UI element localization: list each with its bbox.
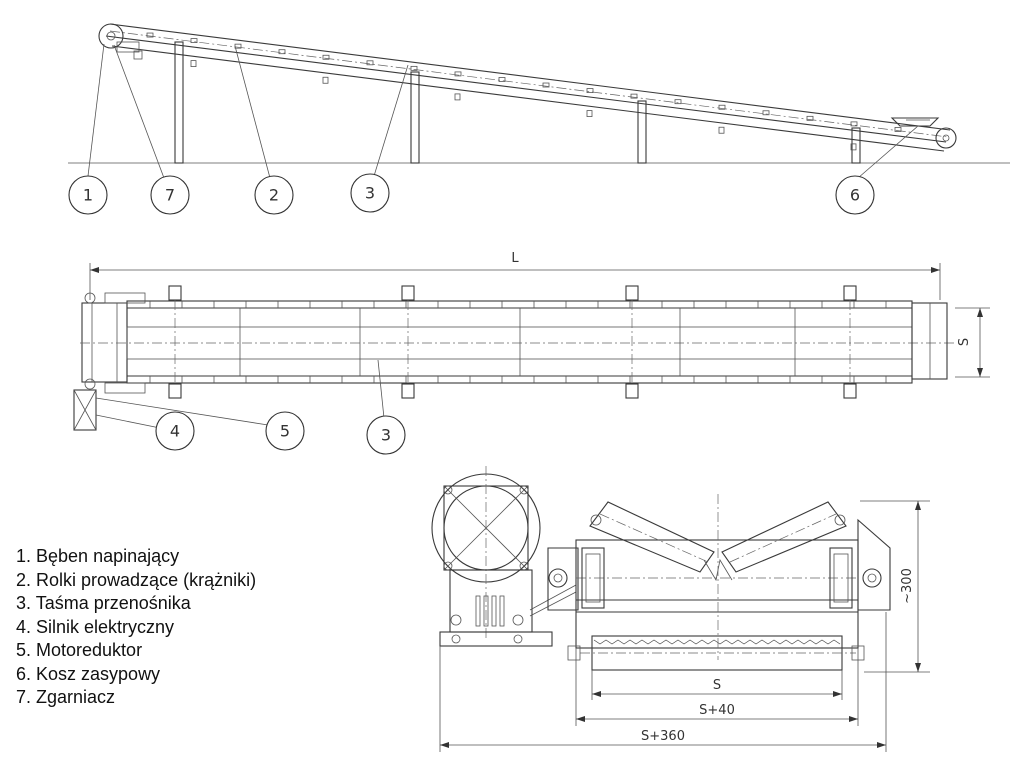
svg-text:S+360: S+360 — [641, 729, 685, 744]
base-plate — [439, 631, 553, 647]
legend-item-3: 3. Taśma przenośnika — [16, 593, 191, 613]
side-bracket-right — [857, 518, 891, 611]
roller-top — [762, 110, 770, 116]
legend-item-2: 2. Rolki prowadzące (krążniki) — [16, 569, 257, 590]
top-view: L S — [73, 251, 990, 455]
svg-text:L: L — [511, 251, 519, 266]
station-bracket-bottom — [401, 383, 415, 399]
cross-section: ~300 S S+40 S+360 — [431, 466, 930, 752]
callout-3-top: 3 — [366, 415, 406, 455]
svg-text:6: 6 — [850, 186, 860, 205]
roller-top — [806, 115, 814, 121]
station-bracket-bottom — [625, 383, 639, 399]
station-bracket-top — [843, 285, 857, 301]
motor-flange — [431, 466, 541, 640]
roller-top — [542, 82, 550, 88]
roller-top — [366, 60, 374, 66]
drum-tail — [98, 23, 143, 60]
roller-top — [278, 49, 286, 55]
height-dimension: ~300 — [860, 500, 930, 673]
roller-top — [630, 93, 638, 99]
side-bracket-left — [547, 547, 579, 611]
roller-return — [586, 110, 593, 117]
station-bracket-top — [401, 285, 415, 301]
roller-top — [586, 88, 594, 93]
length-dimension: L — [89, 251, 941, 300]
svg-text:~300: ~300 — [900, 568, 915, 604]
callout-1: 1 — [68, 175, 108, 215]
roller-stations — [168, 285, 857, 399]
station-bracket-top — [625, 285, 639, 301]
svg-text:7: 7 — [165, 186, 175, 205]
top-callout-lines — [95, 359, 385, 429]
roller-top — [850, 121, 858, 127]
legend-item-1: 1. Bęben napinający — [16, 546, 180, 566]
roller-top — [410, 65, 418, 71]
frame-stringers — [575, 539, 859, 649]
roller-top — [190, 38, 198, 43]
dimension-s40: S+40 — [575, 648, 859, 726]
idler-rollers — [146, 32, 902, 151]
svg-text:4: 4 — [170, 422, 180, 441]
legend-item-7: 7. Zgarniacz — [16, 687, 116, 707]
callout-2: 2 — [254, 175, 294, 215]
svg-text:3: 3 — [365, 184, 375, 203]
side-view: 1 7 2 3 6 — [68, 23, 1010, 215]
station-bracket-bottom — [843, 383, 857, 399]
legend-item-5: 5. Motoreduktor — [16, 640, 143, 660]
callout-5: 5 — [265, 411, 305, 451]
roller-return — [322, 76, 329, 84]
roller-top — [894, 127, 902, 132]
roller-top — [498, 77, 506, 82]
callout-6: 6 — [835, 175, 875, 215]
roller-top — [322, 54, 330, 60]
roller-return — [190, 60, 197, 67]
frame-crossbars — [149, 301, 887, 383]
roller-return — [454, 93, 461, 101]
roller-top — [146, 32, 154, 38]
return-roller — [567, 635, 865, 671]
drum-head — [935, 127, 957, 149]
legend-item-4: 4. Silnik elektryczny — [16, 616, 175, 637]
roller-top — [718, 104, 726, 110]
gearbox — [449, 569, 577, 633]
feed-hopper — [890, 117, 940, 127]
legend-list: 1. Bęben napinający 2. Rolki prowadzące … — [16, 545, 256, 710]
callout-7: 7 — [150, 175, 190, 215]
svg-text:2: 2 — [269, 186, 279, 205]
roller-top — [674, 99, 682, 105]
roller-return — [850, 143, 857, 151]
station-bracket-top — [168, 285, 182, 301]
svg-text:5: 5 — [280, 422, 290, 441]
svg-text:3: 3 — [381, 426, 391, 445]
width-dimension: S — [955, 307, 990, 378]
dimension-s: S — [591, 670, 843, 700]
frame-outline — [80, 292, 955, 394]
legend-item-6: 6. Kosz zasypowy — [16, 663, 161, 684]
svg-text:S+40: S+40 — [699, 703, 735, 718]
side-callout-lines — [87, 43, 919, 179]
conveyor-frame — [105, 23, 951, 152]
roller-return — [718, 126, 725, 134]
svg-text:1: 1 — [83, 186, 93, 205]
roller-top — [454, 71, 462, 77]
callout-3: 3 — [350, 173, 390, 213]
station-bracket-bottom — [168, 383, 182, 399]
svg-text:S: S — [957, 338, 972, 346]
svg-text:S: S — [713, 678, 721, 693]
callout-4: 4 — [155, 411, 195, 451]
dimension-s360: S+360 — [439, 612, 887, 752]
motor-block — [73, 292, 97, 431]
troughing-idlers — [589, 494, 847, 660]
support-legs — [174, 41, 861, 164]
